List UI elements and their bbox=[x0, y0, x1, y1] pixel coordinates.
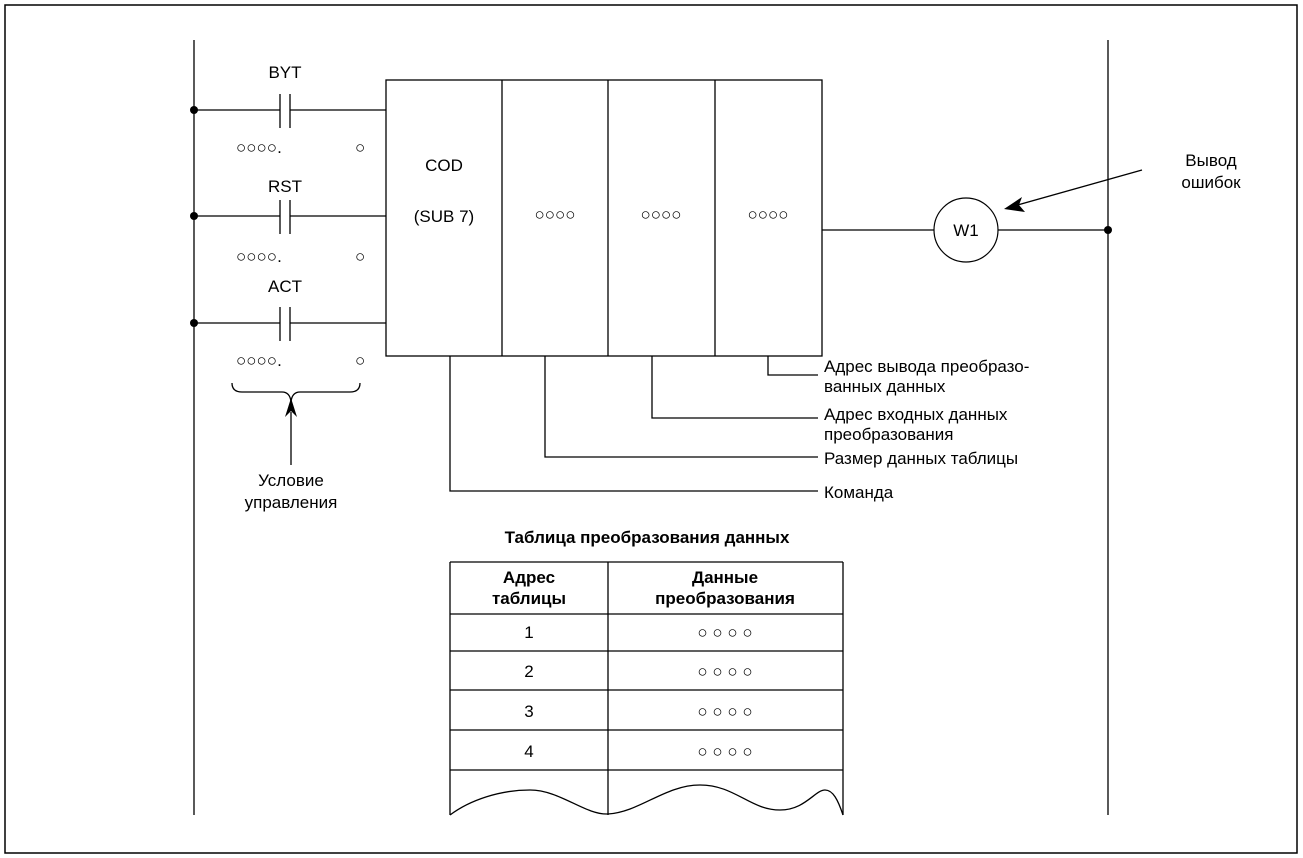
contact-rst-address: ○○○○. bbox=[236, 247, 282, 266]
function-block-param-2: ○○○○ bbox=[640, 205, 681, 224]
param-label-output-address-line1: Адрес вывода преобразо- bbox=[824, 357, 1029, 376]
table-header-data-line1: Данные bbox=[692, 568, 758, 587]
table-row-data: ○ ○ ○ ○ bbox=[697, 623, 752, 642]
error-output-label-line2: ошибок bbox=[1181, 173, 1241, 192]
contact-rst-bit: ○ bbox=[355, 247, 365, 266]
table-header-data-line2: преобразования bbox=[655, 589, 795, 608]
contact-byt-bit: ○ bbox=[355, 138, 365, 157]
param-label-output-address-line2: ванных данных bbox=[824, 377, 946, 396]
table-row-address: 1 bbox=[524, 623, 533, 642]
function-block-param-1: ○○○○ bbox=[534, 205, 575, 224]
param-label-table-size: Размер данных таблицы bbox=[824, 449, 1018, 468]
output-coil-w1 bbox=[822, 197, 1112, 263]
table-header-address-line1: Адрес bbox=[503, 568, 555, 587]
contact-byt: BYT ○○○○. ○ bbox=[190, 63, 386, 157]
table-row-data: ○ ○ ○ ○ bbox=[697, 662, 752, 681]
param-label-input-address-line1: Адрес входных данных bbox=[824, 405, 1008, 424]
table-row-data: ○ ○ ○ ○ bbox=[697, 742, 752, 761]
control-condition-label-line2: управления bbox=[245, 493, 338, 512]
contact-byt-address: ○○○○. bbox=[236, 138, 282, 157]
error-output-label-line1: Вывод bbox=[1185, 151, 1236, 170]
error-output-arrow bbox=[1004, 169, 1143, 212]
function-block-sub-number: (SUB 7) bbox=[414, 207, 474, 226]
contact-act-name: ACT bbox=[268, 277, 302, 296]
control-condition-label-line1: Условие bbox=[258, 471, 324, 490]
contact-byt-name: BYT bbox=[268, 63, 301, 82]
table-row-data: ○ ○ ○ ○ bbox=[697, 702, 752, 721]
output-coil-label: W1 bbox=[953, 221, 979, 240]
conversion-table bbox=[449, 561, 844, 816]
table-header-address-line2: таблицы bbox=[492, 589, 566, 608]
contact-act: ACT ○○○○. ○ bbox=[190, 277, 386, 370]
table-row-address: 2 bbox=[524, 662, 533, 681]
function-block-cod bbox=[385, 79, 823, 357]
control-condition-brace bbox=[231, 382, 361, 465]
function-block-name: COD bbox=[425, 156, 463, 175]
contact-rst-name: RST bbox=[268, 177, 302, 196]
table-title: Таблица преобразования данных bbox=[505, 528, 790, 547]
contact-act-address: ○○○○. bbox=[236, 351, 282, 370]
table-continuation-wave bbox=[449, 784, 844, 816]
contact-act-bit: ○ bbox=[355, 351, 365, 370]
function-block-param-3: ○○○○ bbox=[747, 205, 788, 224]
table-row-address: 3 bbox=[524, 702, 533, 721]
table-row-address: 4 bbox=[524, 742, 533, 761]
diagram-frame bbox=[4, 4, 1298, 854]
contact-rst: RST ○○○○. ○ bbox=[190, 177, 386, 266]
param-label-command: Команда bbox=[824, 483, 894, 502]
param-label-input-address-line2: преобразования bbox=[824, 425, 953, 444]
parameter-leader-lines bbox=[449, 356, 818, 492]
